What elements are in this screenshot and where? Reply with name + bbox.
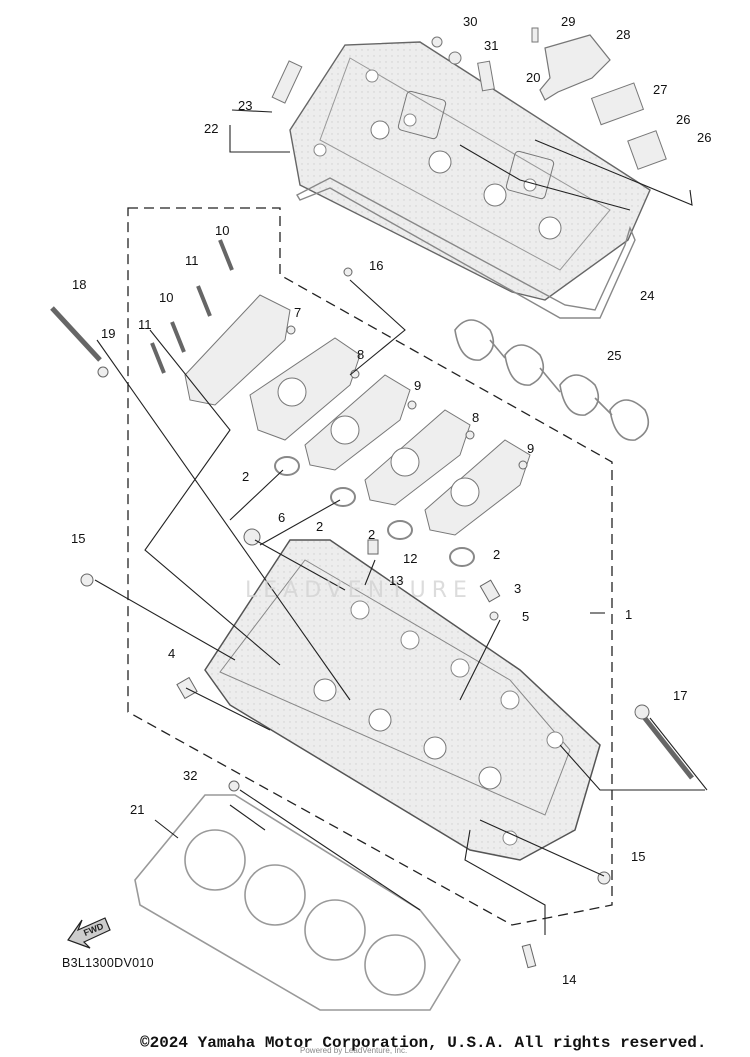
- callout-24[interactable]: 24: [640, 288, 655, 303]
- callout-9b[interactable]: 9: [527, 441, 535, 456]
- callout-10b[interactable]: 10: [159, 290, 174, 305]
- o-rings: [274, 456, 475, 567]
- callout-1[interactable]: 1: [625, 607, 633, 622]
- cylinder-head[interactable]: [204, 539, 601, 861]
- callout-2c[interactable]: 2: [368, 527, 376, 542]
- callout-11a[interactable]: 11: [185, 253, 199, 268]
- callout-4[interactable]: 4: [168, 646, 176, 661]
- callout-32[interactable]: 32: [183, 768, 198, 783]
- callout-29[interactable]: 29: [561, 14, 576, 29]
- callout-15b[interactable]: 15: [631, 849, 646, 864]
- leader-lines: [94, 109, 708, 935]
- callout-17[interactable]: 17: [673, 688, 688, 703]
- camshaft-caps: [184, 294, 531, 536]
- callout-6[interactable]: 6: [278, 510, 286, 525]
- callout-21[interactable]: 21: [130, 802, 145, 817]
- callout-22[interactable]: 22: [204, 121, 219, 136]
- plug-hole-gaskets: [454, 319, 650, 441]
- cover-gasket: [296, 177, 636, 319]
- callout-30[interactable]: 30: [463, 14, 478, 29]
- callout-8b[interactable]: 8: [472, 410, 480, 425]
- forward-arrow-icon: FWD: [67, 917, 111, 949]
- callout-10a[interactable]: 10: [215, 223, 230, 238]
- callout-15a[interactable]: 15: [71, 531, 86, 546]
- callout-11b[interactable]: 11: [138, 317, 152, 332]
- callout-25[interactable]: 25: [607, 348, 622, 363]
- valve-cover[interactable]: [289, 41, 651, 301]
- callout-28[interactable]: 28: [616, 27, 631, 42]
- callout-23[interactable]: 23: [238, 98, 253, 113]
- callout-18[interactable]: 18: [72, 277, 87, 292]
- watermark-text: LEADVENTURE: [245, 578, 473, 603]
- drawing-code: B3L1300DV010: [62, 956, 154, 970]
- callout-26a[interactable]: 26: [676, 112, 691, 127]
- callout-5[interactable]: 5: [522, 609, 530, 624]
- callout-2d[interactable]: 2: [493, 547, 501, 562]
- callout-3[interactable]: 3: [514, 581, 522, 596]
- callout-8a[interactable]: 8: [357, 347, 365, 362]
- copyright-notice: ©2024 Yamaha Motor Corporation, U.S.A. A…: [140, 1034, 707, 1052]
- callout-16[interactable]: 16: [369, 258, 384, 273]
- callout-7[interactable]: 7: [294, 305, 302, 320]
- callout-20[interactable]: 20: [526, 70, 541, 85]
- callout-27[interactable]: 27: [653, 82, 668, 97]
- callout-31[interactable]: 31: [484, 38, 499, 53]
- callout-9a[interactable]: 9: [414, 378, 422, 393]
- breather-parts: [271, 27, 667, 170]
- callout-2b[interactable]: 2: [316, 519, 324, 534]
- powered-by-text: Powered by LeadVenture, Inc.: [300, 1046, 408, 1055]
- callout-14[interactable]: 14: [562, 972, 577, 987]
- assembly-dashed-outline: [127, 207, 613, 926]
- callout-2a[interactable]: 2: [242, 469, 250, 484]
- callout-19[interactable]: 19: [101, 326, 116, 341]
- callout-26b[interactable]: 26: [697, 130, 712, 145]
- callout-12[interactable]: 12: [403, 551, 418, 566]
- callout-13[interactable]: 13: [389, 573, 404, 588]
- head-gasket: [134, 794, 461, 1011]
